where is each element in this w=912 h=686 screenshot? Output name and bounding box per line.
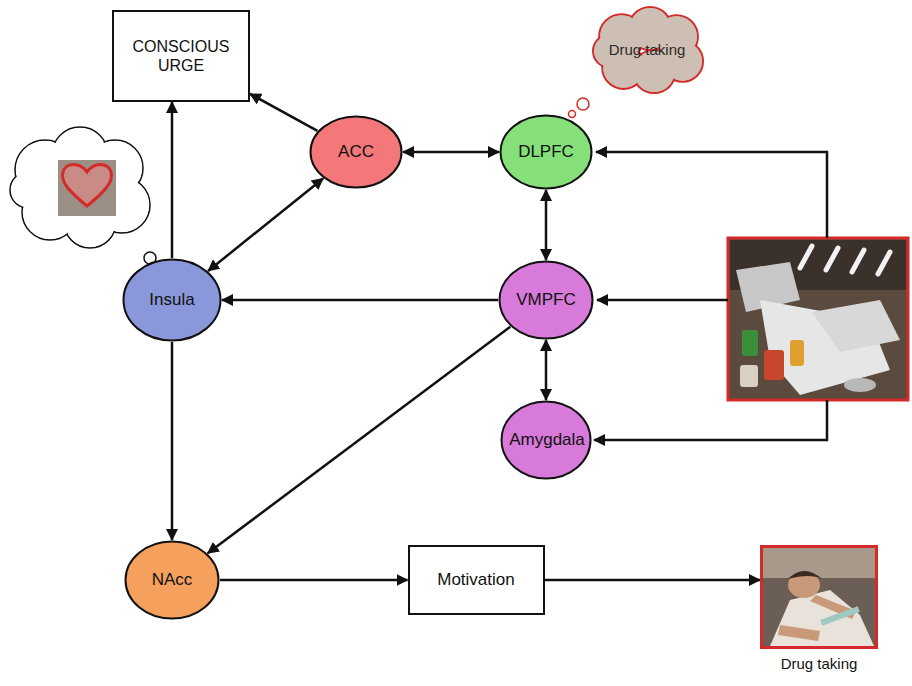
arrow-connector: [208, 327, 511, 554]
node-label: NAcc: [152, 570, 193, 590]
brain-region: NAcc: [124, 540, 220, 620]
arrow-connector: [220, 579, 408, 582]
node-label: Motivation: [437, 570, 514, 590]
brain-region: DLPFC: [499, 114, 593, 190]
node-label: Drug taking: [781, 655, 858, 673]
node-label: CONSCIOUS URGE: [122, 37, 240, 75]
arrow-connector: [545, 579, 761, 582]
node-label: Insula: [149, 290, 194, 310]
brain-region: ACC: [309, 115, 403, 189]
arrow-connector: [171, 342, 174, 540]
drug-paraphernalia-photo: [728, 238, 908, 400]
cue-arrows: [594, 152, 827, 440]
drug-taking-photo-outline: [760, 545, 878, 649]
arrow-connector: [171, 102, 174, 258]
node-label: VMPFC: [516, 290, 576, 310]
urge-box-outline: [112, 10, 250, 102]
node-label: Drug taking: [609, 41, 686, 59]
node-label: ACC: [338, 142, 374, 162]
heart-thought-cloud: [10, 127, 166, 276]
brain-region: Insula: [122, 258, 222, 342]
node-label: DLPFC: [518, 142, 574, 162]
thought-cloud: Drug taking: [591, 6, 703, 94]
arrow-connector: [222, 299, 498, 302]
process-box: Motivation: [408, 545, 545, 615]
arrow-connector: [545, 340, 548, 400]
node-label: Amygdala: [509, 430, 583, 450]
thought-bubble-dots: [569, 98, 590, 118]
arrow-connector: [545, 190, 548, 260]
arrow-connector: [208, 178, 323, 271]
drug-taking-photo: Drug taking: [760, 545, 878, 649]
arrow-connector: [250, 94, 317, 131]
urge-box: CONSCIOUS URGE: [112, 10, 250, 102]
brain-region: Amygdala: [500, 400, 592, 480]
arrow-connector: [403, 151, 499, 154]
brain-region: VMPFC: [498, 260, 594, 340]
